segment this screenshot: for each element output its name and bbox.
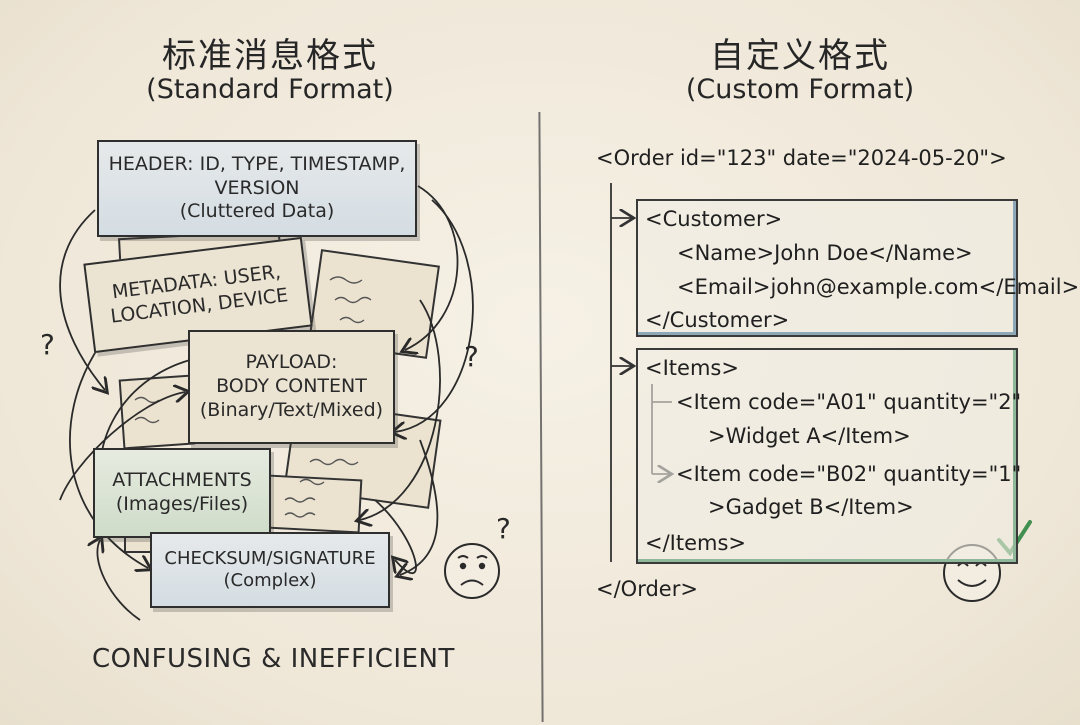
question-mark-1: ? (40, 328, 55, 361)
items-close-tag: </Items> (645, 531, 747, 555)
verdict-text: CONFUSING & INEFFICIENT (92, 644, 455, 674)
header-card-line-3: (Cluttered Data) (179, 200, 335, 223)
item-1-content: >Widget A</Item> (708, 424, 911, 448)
customer-close-tag: </Customer> (645, 308, 790, 332)
attachments-card-line-1: ATTACHMENTS (112, 469, 252, 492)
right-title-chinese: 自定义格式 (710, 36, 890, 76)
sad-face-icon (444, 543, 500, 599)
customer-block (636, 199, 1018, 337)
customer-open-tag: <Customer> (645, 207, 783, 231)
order-open-tag: <Order id="123" date="2024-05-20"> (596, 146, 1007, 170)
tangled-arrows (59, 185, 474, 621)
question-mark-3: ? (496, 512, 511, 545)
items-open-tag: <Items> (645, 356, 739, 380)
left-title-chinese: 标准消息格式 (162, 36, 378, 76)
attachments-card: ATTACHMENTS (Images/Files) (93, 448, 271, 538)
payload-card-line-1: PAYLOAD: (245, 351, 338, 374)
standard-format-sketch: HEADER: ID, TYPE, TIMESTAMP, VERSION (Cl… (40, 140, 511, 674)
checksum-card: CHECKSUM/SIGNATURE (Complex) (150, 532, 390, 608)
payload-card-line-3: (Binary/Text/Mixed) (199, 398, 384, 421)
checksum-card-line-2: (Complex) (223, 570, 317, 591)
payload-card: PAYLOAD: BODY CONTENT (Binary/Text/Mixed… (188, 330, 395, 444)
attachments-card-line-2: (Images/Files) (115, 493, 249, 515)
email-element: <Email>john@example.com</Email> (677, 275, 1080, 299)
item-2-open: <Item code="B02" quantity="1" (676, 462, 1022, 486)
question-mark-2: ? (464, 340, 479, 373)
header-card-line-2: VERSION (214, 176, 300, 199)
name-element: <Name>John Doe</Name> (677, 241, 973, 265)
header-card-line-1: HEADER: ID, TYPE, TIMESTAMP, (108, 152, 406, 175)
payload-card-line-2: BODY CONTENT (216, 375, 367, 398)
items-block (636, 348, 1018, 564)
item-2-content: >Gadget B</Item> (708, 495, 914, 519)
order-close-tag: </Order> (596, 577, 698, 601)
item-1-open: <Item code="A01" quantity="2" (676, 390, 1022, 414)
left-title-english: (Standard Format) (146, 74, 394, 105)
header-card: HEADER: ID, TYPE, TIMESTAMP, VERSION (Cl… (97, 140, 417, 237)
checksum-card-line-1: CHECKSUM/SIGNATURE (164, 547, 376, 569)
right-title-english: (Custom Format) (685, 74, 915, 105)
